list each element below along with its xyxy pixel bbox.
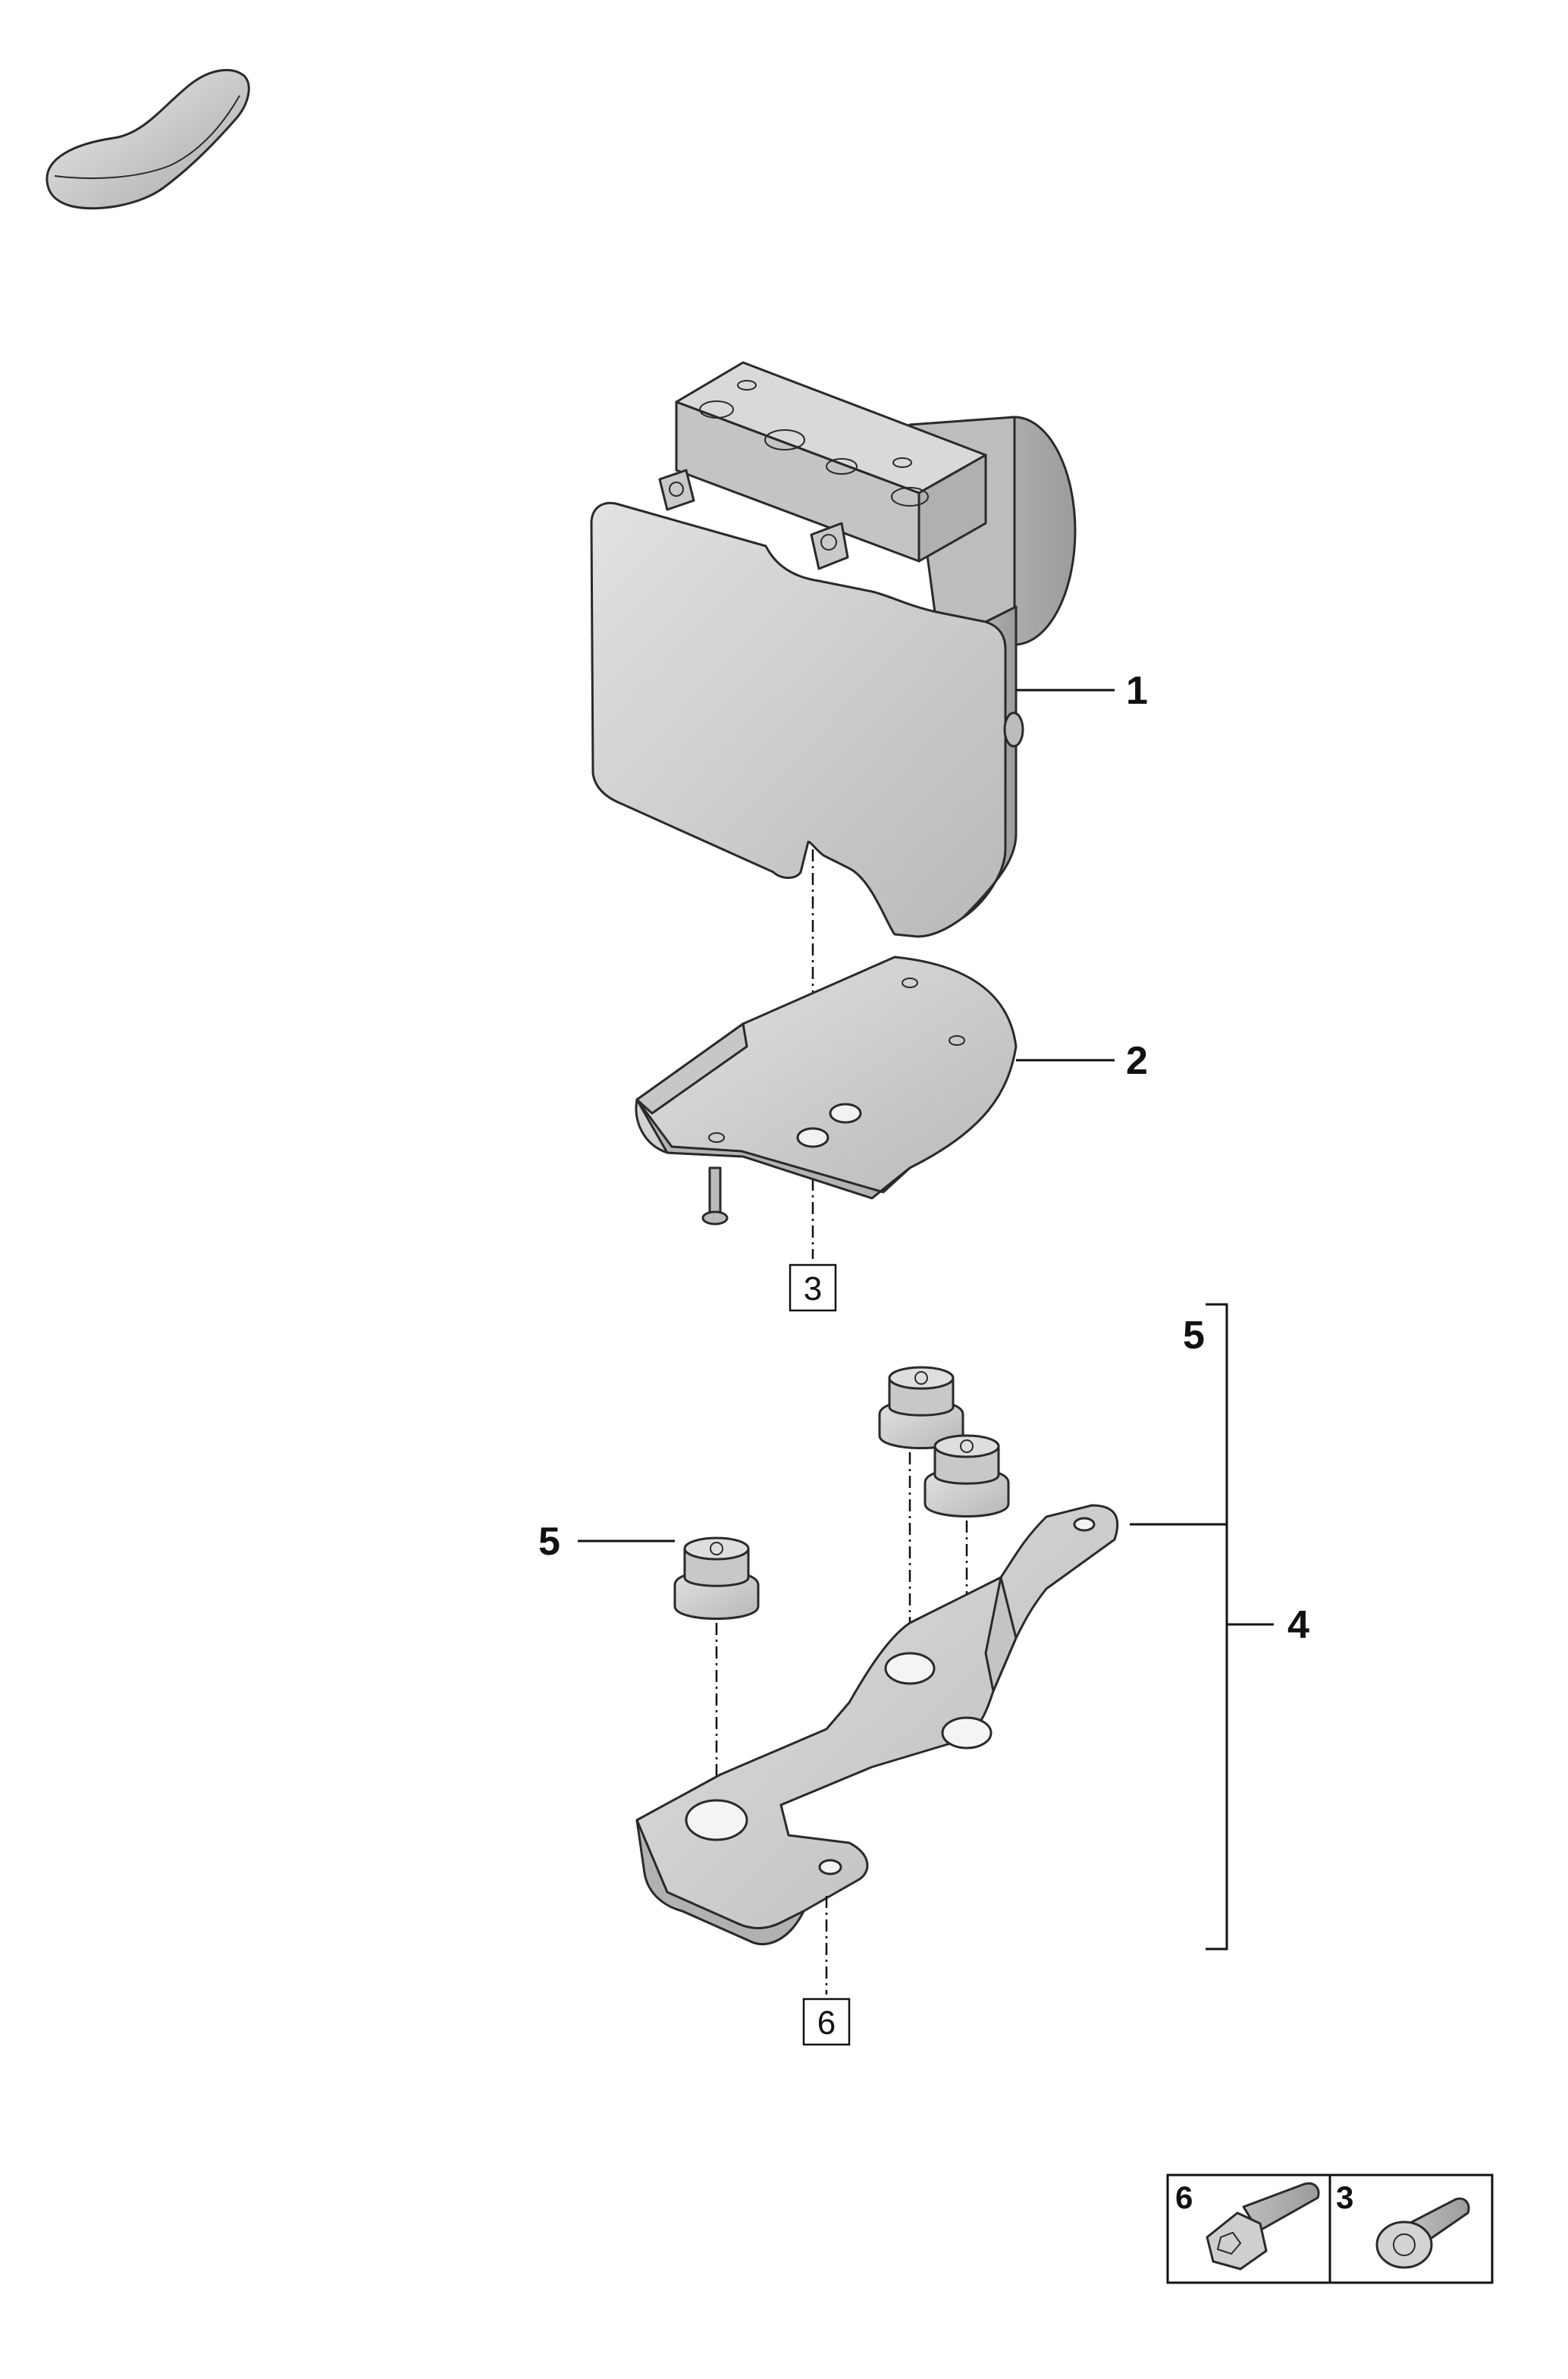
bracket-plate-part [635,956,1018,1226]
callout-5-left: 5 [538,1520,560,1564]
legend-number-3: 3 [1336,2180,1353,2215]
callout-5-top: 5 [1183,1313,1205,1357]
legend-number-6: 6 [1175,2180,1193,2215]
ref-label-6: 6 [817,2004,836,2042]
hydraulic-unit-part [590,361,1077,938]
fastener-legend: 6 3 [1166,2173,1494,2284]
bushing-part-top [878,1366,964,1449]
group-bracket [1206,1303,1228,1951]
support-bracket-part [635,1504,1119,1946]
bushing-part-left [673,1536,760,1620]
screw-icon [1206,2182,1320,2271]
ref-box-6 [802,1998,851,2046]
callout-1: 1 [1126,669,1148,713]
ref-label-3: 3 [804,1270,822,1307]
callout-4: 4 [1287,1603,1309,1647]
bolt-icon [1375,2197,1470,2269]
callout-2: 2 [1126,1039,1148,1083]
ref-box-3 [789,1263,837,1312]
bushing-part-middle [924,1434,1010,1517]
car-silhouette-icon [45,68,250,210]
